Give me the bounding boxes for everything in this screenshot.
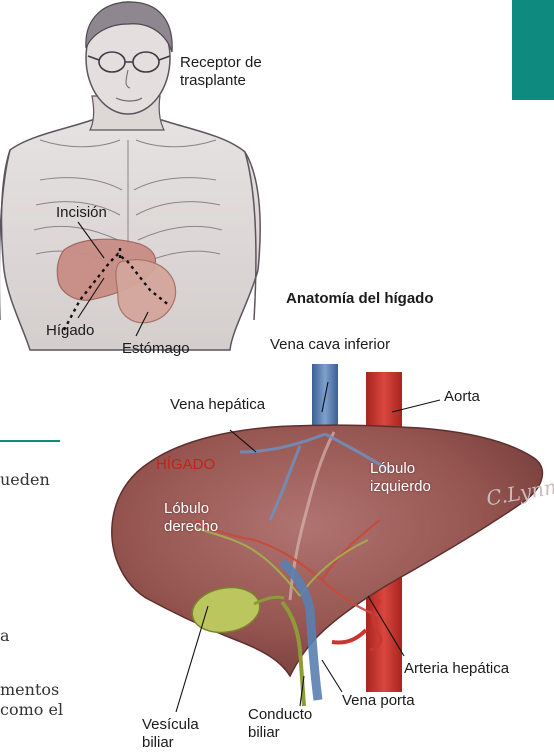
label-stomach: Estómago: [122, 340, 190, 358]
text-fragment-2: a: [0, 626, 10, 646]
label-inferior-vena-cava: Vena cava inferior: [270, 336, 390, 354]
label-hepatic-vein: Vena hepática: [170, 396, 265, 414]
text-fragment-4: como el: [0, 700, 63, 720]
label-portal-vein: Vena porta: [342, 692, 415, 710]
label-hepatic-artery: Arteria hepática: [404, 660, 509, 678]
label-incision: Incisión: [56, 204, 107, 222]
label-right-lobe: Lóbulo derecho: [164, 500, 218, 536]
label-aorta: Aorta: [444, 388, 480, 406]
label-liver-small: Hígado: [46, 322, 94, 340]
text-fragment-3: mentos: [0, 680, 59, 700]
liver-anatomy-title: Anatomía del hígado: [286, 290, 434, 308]
label-gallbladder: Vesícula biliar: [142, 716, 199, 752]
label-bile-duct: Conducto biliar: [248, 706, 312, 742]
label-left-lobe: Lóbulo izquierdo: [370, 460, 431, 496]
label-transplant-recipient: Receptor de trasplante: [180, 54, 262, 90]
label-liver-caps: HÍGADO: [156, 456, 215, 474]
text-fragment-1: ueden: [0, 470, 50, 490]
